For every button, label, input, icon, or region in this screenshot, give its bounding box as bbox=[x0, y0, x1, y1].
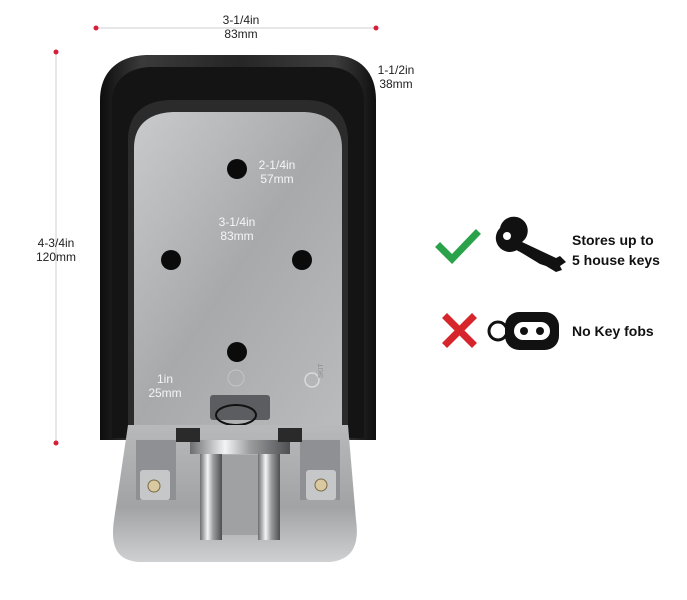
feature-fob-text: No Key fobs bbox=[572, 321, 654, 341]
height-dimension-label: 4-3/4in 120mm bbox=[30, 236, 82, 264]
feature-keys-line-1: Stores up to bbox=[572, 232, 654, 248]
depth-imperial: 1-1/2in bbox=[377, 63, 415, 77]
tray-depth-imperial: 1in bbox=[156, 372, 173, 386]
inner-height-metric: 83mm bbox=[220, 229, 254, 243]
width-imperial: 3-1/4in bbox=[222, 13, 260, 27]
height-imperial: 4-3/4in bbox=[37, 236, 75, 250]
inner-height-imperial: 3-1/4in bbox=[218, 215, 256, 229]
screw-right bbox=[314, 478, 328, 492]
mounting-holes bbox=[161, 159, 312, 362]
embossed-logo bbox=[304, 372, 320, 388]
inner-width-imperial: 2-1/4in bbox=[258, 158, 296, 172]
feature-keys-line-2: 5 house keys bbox=[572, 252, 660, 268]
width-dimension-label: 3-1/4in 83mm bbox=[216, 13, 266, 41]
tray-depth-dimension-label: 1in 25mm bbox=[143, 372, 187, 400]
depth-dimension-label: 1-1/2in 38mm bbox=[374, 63, 418, 91]
check-icon bbox=[435, 229, 481, 265]
depth-metric: 38mm bbox=[379, 77, 413, 91]
tray-depth-metric: 25mm bbox=[148, 386, 182, 400]
inner-width-dimension-label: 2-1/4in 57mm bbox=[252, 158, 302, 186]
inner-height-dimension-label: 3-1/4in 83mm bbox=[212, 215, 262, 243]
height-metric: 120mm bbox=[35, 250, 76, 264]
feature-keys-text: Stores up to 5 house keys bbox=[572, 230, 660, 270]
inner-width-metric: 57mm bbox=[260, 172, 294, 186]
width-metric: 83mm bbox=[224, 27, 258, 41]
key-fob-icon bbox=[487, 312, 559, 350]
product-mark: 5KIT bbox=[318, 362, 325, 378]
keys-icon bbox=[495, 216, 566, 272]
feature-fob-line-1: No Key fobs bbox=[572, 323, 654, 339]
screw-left bbox=[147, 479, 161, 493]
chrome-slider bbox=[190, 440, 290, 540]
cross-icon bbox=[442, 313, 477, 348]
